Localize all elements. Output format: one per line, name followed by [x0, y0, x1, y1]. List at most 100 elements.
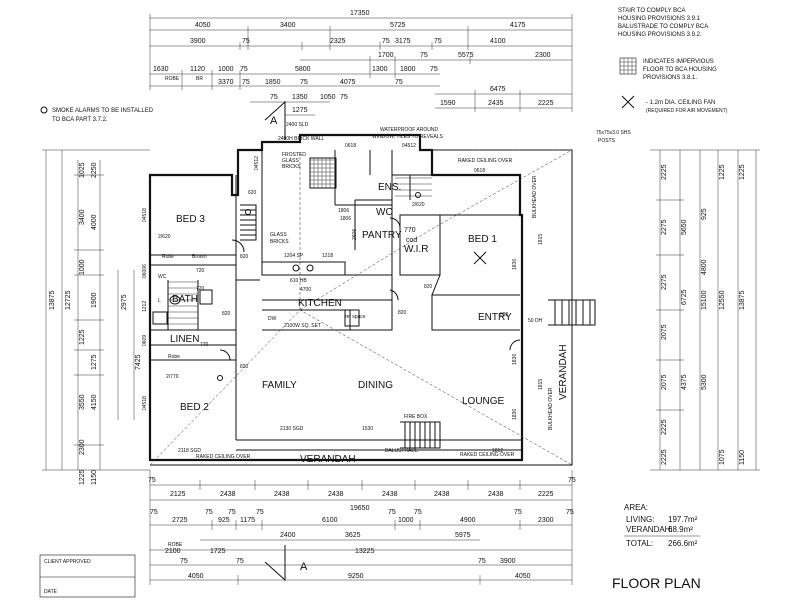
opening-code: 2/620 — [412, 202, 425, 208]
dim-top: 1000 — [218, 66, 234, 73]
opening-code: 820 — [424, 284, 433, 290]
dim-left: 3400 — [79, 209, 86, 225]
dim-top: 3175 — [395, 38, 411, 45]
dim-right: 2225 — [661, 449, 668, 465]
section-arrow-icon — [264, 100, 286, 140]
opening-code: 2130 SGD — [280, 426, 304, 432]
opening-code: 04518 — [142, 396, 148, 410]
note: FROSTED — [282, 152, 306, 158]
opening-code: 04518 — [142, 208, 148, 222]
smoke-alarm-icon — [415, 192, 421, 198]
note-line: FLOOR TO BCA HOUSING — [643, 67, 717, 73]
dim-top: 75 — [434, 38, 442, 45]
kitchen-code: ref space — [345, 314, 366, 320]
dim-right: 2275 — [661, 219, 668, 235]
note-line: HOUSING PROVISIONS 3.9.2. — [618, 32, 702, 38]
dim-top: 75 — [420, 52, 428, 59]
dim-top: 75 — [382, 38, 390, 45]
area-total-label: TOTAL: — [626, 539, 653, 548]
note: BULKHEAD OVER — [548, 387, 554, 430]
dim-left: 1025 — [79, 162, 86, 178]
dim-bottom: 2725 — [172, 517, 188, 524]
room-verandah: VERANDAH — [300, 454, 356, 465]
dim-bottom: 925 — [218, 517, 230, 524]
area-value: 68.9m² — [668, 525, 693, 534]
dim-right: 1075 — [719, 449, 726, 465]
dim-bottom: 1175 — [240, 517, 255, 524]
dim-left: 12725 — [65, 290, 72, 310]
dim-top: 75 — [242, 79, 250, 86]
plan-annotations: 2400H BRICK WALL WATERPROOF AROUND WINDO… — [196, 127, 631, 460]
compliance-notes: STAIR TO COMPLY BCA HOUSING PROVISIONS 3… — [618, 8, 728, 114]
dim-right: 5650 — [681, 219, 688, 235]
room-linen: LINEN — [170, 334, 199, 345]
dim-top: 4075 — [340, 79, 356, 86]
dim-bottom: 2438 — [434, 491, 450, 498]
dim-right: 2225 — [661, 164, 668, 180]
dim-bottom: 2100 — [165, 548, 181, 555]
dim-bottom: 2400 — [280, 532, 296, 539]
dim-top: 1850 — [265, 79, 281, 86]
room-bed3: BED 3 — [176, 214, 205, 225]
area-table: AREA: LIVING: 197.7m² VERANDAH: 68.9m² T… — [624, 503, 700, 548]
dim-left: 1275 — [91, 354, 98, 370]
client-approved-label: CLIENT APPROVED — [44, 559, 91, 565]
kitchen-code: 1218 — [322, 253, 333, 259]
note: 2400H BRICK WALL — [278, 136, 324, 142]
opening-code: 04512 — [254, 156, 260, 170]
note: BRICKS — [282, 164, 301, 170]
room-robe: Robe — [168, 354, 180, 360]
dim-left: 3550 — [79, 394, 86, 410]
dim-bottom: 2300 — [538, 517, 554, 524]
dim-top: 75 — [430, 66, 438, 73]
dim-bottom: 2225 — [538, 491, 554, 498]
dim-right: 5300 — [701, 374, 708, 390]
area-label: VERANDAH: — [626, 525, 673, 534]
opening-code: 820 — [398, 310, 407, 316]
dim-top: 75 — [340, 94, 348, 101]
right-dimensions — [650, 149, 760, 471]
dim-right: 6725 — [681, 289, 688, 305]
opening-code: 1806 — [340, 216, 351, 222]
opening-code: 720 — [196, 286, 205, 292]
room-labels: BED 3 Robe Broom BATH L WC LINEN Robe BE… — [158, 182, 569, 465]
dim-bottom: 75 — [236, 558, 244, 565]
dim-left: 1900 — [91, 292, 98, 308]
dim-bottom: 2125 — [170, 491, 186, 498]
dim-bottom: 9250 — [348, 573, 364, 580]
opening-codes: 0618 04512 0618 04518 04518 06006 04512 … — [142, 122, 544, 454]
room-laundry: L — [158, 298, 161, 304]
kitchen-code: 2606 — [352, 229, 358, 240]
dim-bottom: 75 — [180, 558, 188, 565]
dim-top: 2325 — [330, 38, 346, 45]
dim-left: 7425 — [135, 354, 142, 370]
building-walls — [148, 133, 596, 466]
dim-right: 925 — [701, 208, 708, 220]
note-line: TO BCA PART 3.7.2. — [52, 117, 108, 123]
note: WINDOW, TILES TO REVEALS — [372, 134, 444, 140]
section-letter: A — [300, 561, 308, 573]
area-total-value: 266.6m² — [668, 539, 698, 548]
dim-bottom: 2438 — [274, 491, 290, 498]
opening-code: 04512 — [402, 143, 416, 149]
dim-bottom: 3625 — [345, 532, 361, 539]
kitchen-code: 1806 — [338, 208, 349, 214]
smoke-alarm-icon — [245, 209, 251, 215]
note-line: INDICATES IMPERVIOUS — [643, 59, 714, 65]
opening-code: 1530 — [362, 426, 373, 432]
opening-code: 820 — [240, 364, 249, 370]
note-line: - 1.2m DIA. CEILING FAN — [646, 100, 715, 106]
dim-bottom: 2438 — [328, 491, 344, 498]
impervious-hatch-icon — [620, 58, 636, 74]
opening-code: 620 — [248, 190, 257, 196]
note-line: STAIR TO COMPLY BCA — [618, 8, 685, 14]
dim-top: 1630 — [153, 66, 169, 73]
dim-left: 2975 — [121, 294, 128, 310]
opening-code: 2/770 — [166, 374, 179, 380]
note-line: PROVISIONS 3.8.1. — [643, 75, 697, 81]
dim-bottom: 13225 — [355, 548, 375, 555]
note-line: HOUSING PROVISIONS 3.9.1 — [618, 16, 701, 22]
room-dining: DINING — [358, 380, 393, 391]
drawing-title: FLOOR PLAN — [612, 575, 701, 591]
